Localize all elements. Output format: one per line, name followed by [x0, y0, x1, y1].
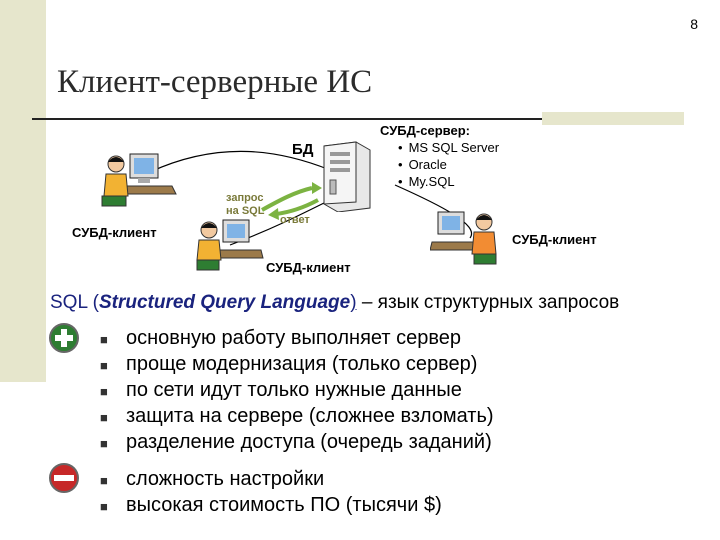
cons-item: ■ сложность настройки — [100, 466, 442, 492]
pros-list: ■ основную работу выполняет сервер ■ проще… — [100, 325, 494, 455]
sql-description: – язык структурных запросов — [356, 292, 620, 313]
square-bullet-icon: ■ — [100, 410, 108, 425]
server-icon — [322, 140, 372, 212]
cons-list: ■ сложность настройки ■ высокая стоимость … — [100, 466, 442, 518]
server-heading: СУБД-сервер: — [380, 123, 470, 138]
link-left-client — [149, 150, 331, 173]
pros-item: ■ проще модернизация (только сервер) — [100, 351, 494, 377]
sql-full-name: Structured Query Language — [98, 292, 351, 313]
pros-item-text: защита на сервере (сложнее взломать) — [126, 405, 494, 427]
query-label-line1: запрос — [226, 192, 264, 204]
square-bullet-icon: ■ — [100, 332, 108, 347]
slide-title: Клиент-серверные ИС — [57, 64, 373, 100]
query-label: запрос на SQL — [226, 192, 264, 218]
square-bullet-icon: ■ — [100, 499, 108, 514]
server-item: My.SQL — [398, 173, 499, 190]
sql-abbr: SQL — [50, 292, 88, 313]
query-label-line2: на SQL — [226, 205, 265, 217]
plus-icon — [48, 322, 80, 359]
pros-item-text: разделение доступа (очередь заданий) — [126, 431, 492, 453]
sql-definition: SQL (Structured Query Language) – язык с… — [50, 292, 619, 314]
query-arrow — [261, 186, 313, 212]
client-right-icon — [430, 208, 500, 268]
sql-paren-close: ) — [350, 292, 357, 313]
square-bullet-icon: ■ — [100, 384, 108, 399]
pros-item-text: основную работу выполняет сервер — [126, 327, 461, 349]
client-right-label: СУБД-клиент — [512, 232, 597, 247]
sql-paren-open: ( — [92, 292, 99, 313]
minus-icon — [48, 462, 80, 499]
client-bottom-icon — [195, 216, 265, 274]
answer-arrow-head — [268, 208, 279, 220]
title-divider — [32, 118, 542, 120]
pros-item-text: по сети идут только нужные данные — [126, 379, 462, 401]
client-left-label: СУБД-клиент — [72, 225, 157, 240]
pros-item: ■ по сети идут только нужные данные — [100, 377, 494, 403]
client-left-icon — [98, 150, 178, 212]
query-arrow-head — [312, 182, 322, 194]
pros-item: ■ основную работу выполняет сервер — [100, 325, 494, 351]
cons-item-text: высокая стоимость ПО (тысячи $) — [126, 494, 442, 516]
page-number: 8 — [690, 16, 698, 32]
square-bullet-icon: ■ — [100, 473, 108, 488]
divider-block — [542, 112, 684, 125]
server-item: Oracle — [398, 156, 499, 173]
square-bullet-icon: ■ — [100, 358, 108, 373]
server-item: MS SQL Server — [398, 139, 500, 156]
pros-item: ■ разделение доступа (очередь заданий) — [100, 429, 494, 455]
square-bullet-icon: ■ — [100, 436, 108, 451]
side-decoration — [0, 0, 46, 382]
client-bottom-label: СУБД-клиент — [266, 260, 351, 275]
db-label: БД — [292, 141, 314, 158]
cons-item: ■ высокая стоимость ПО (тысячи $) — [100, 492, 442, 518]
answer-label: ответ — [280, 214, 310, 226]
server-info: СУБД-сервер: MS SQL Server Oracle My.SQL — [380, 122, 499, 190]
pros-item-text: проще модернизация (только сервер) — [126, 353, 478, 375]
answer-arrow — [275, 198, 319, 216]
pros-item: ■ защита на сервере (сложнее взломать) — [100, 403, 494, 429]
server-list: MS SQL Server Oracle My.SQL — [380, 139, 500, 190]
cons-item-text: сложность настройки — [126, 468, 325, 490]
